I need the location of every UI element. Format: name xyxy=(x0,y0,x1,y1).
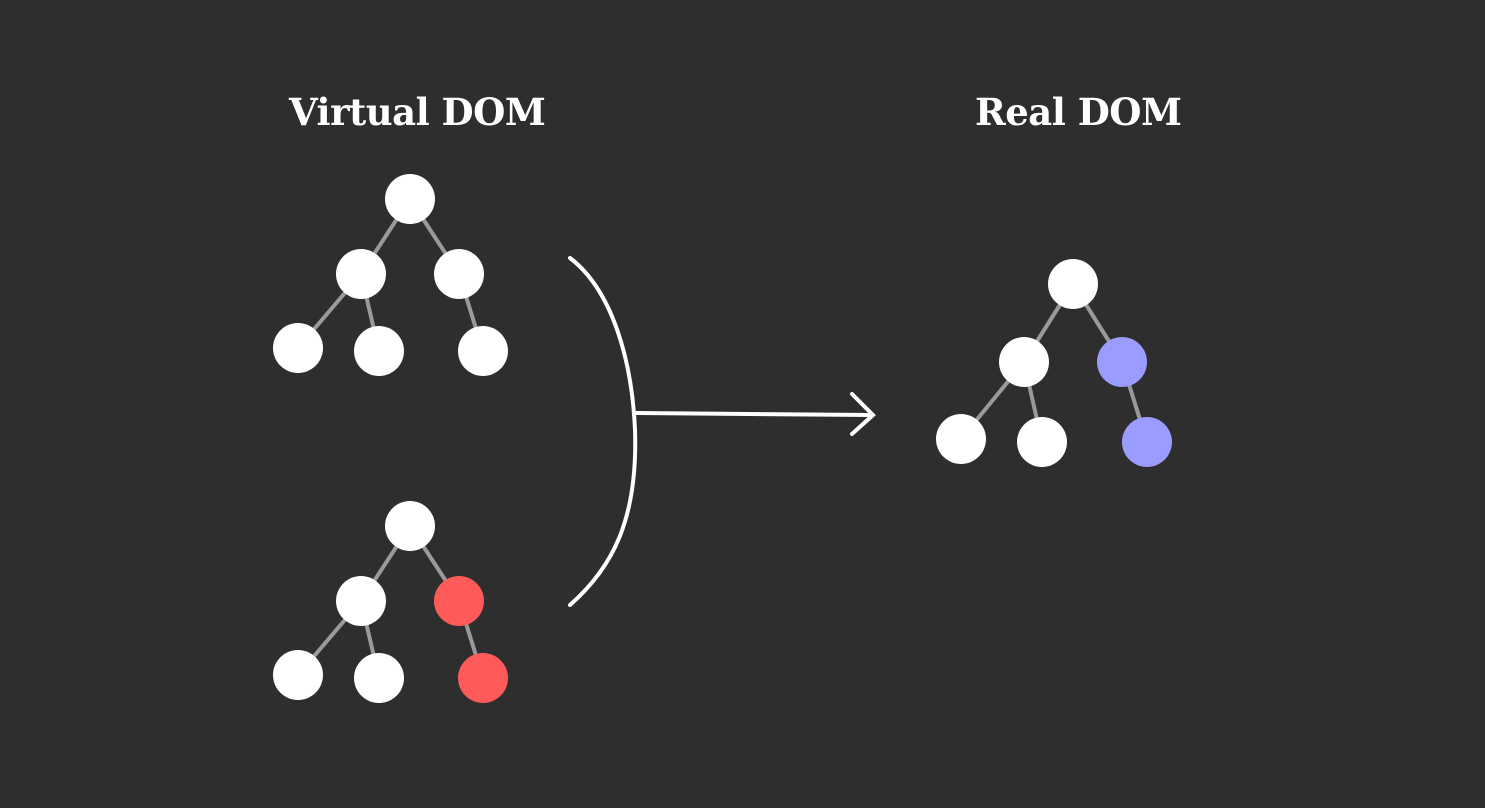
tree-node-right-grandchild-patched xyxy=(1122,417,1172,467)
tree-node-left-right-grandchild xyxy=(1017,417,1067,467)
real-dom-tree xyxy=(936,259,1172,467)
tree-node-right-child xyxy=(434,249,484,299)
tree-node-left-left-grandchild xyxy=(273,650,323,700)
real-dom-title: Real DOM xyxy=(975,90,1182,134)
tree-node-right-child-patched xyxy=(1097,337,1147,387)
tree-node-right-grandchild xyxy=(458,326,508,376)
tree-node-root xyxy=(385,174,435,224)
right-parenthesis-bracket-icon xyxy=(568,256,638,607)
tree-node-left-child xyxy=(336,249,386,299)
virtual-dom-title: Virtual DOM xyxy=(289,90,546,134)
tree-node-root xyxy=(1048,259,1098,309)
tree-node-right-child-changed xyxy=(434,576,484,626)
virtual-dom-tree-after xyxy=(273,501,508,703)
tree-node-left-child xyxy=(336,576,386,626)
tree-node-left-left-grandchild xyxy=(273,323,323,373)
tree-node-left-child xyxy=(999,337,1049,387)
tree-node-left-right-grandchild xyxy=(354,653,404,703)
tree-node-right-grandchild-changed xyxy=(458,653,508,703)
tree-node-left-right-grandchild xyxy=(354,326,404,376)
tree-node-root xyxy=(385,501,435,551)
right-arrow-icon xyxy=(635,392,876,436)
tree-node-left-left-grandchild xyxy=(936,414,986,464)
virtual-dom-tree-before xyxy=(273,174,508,376)
